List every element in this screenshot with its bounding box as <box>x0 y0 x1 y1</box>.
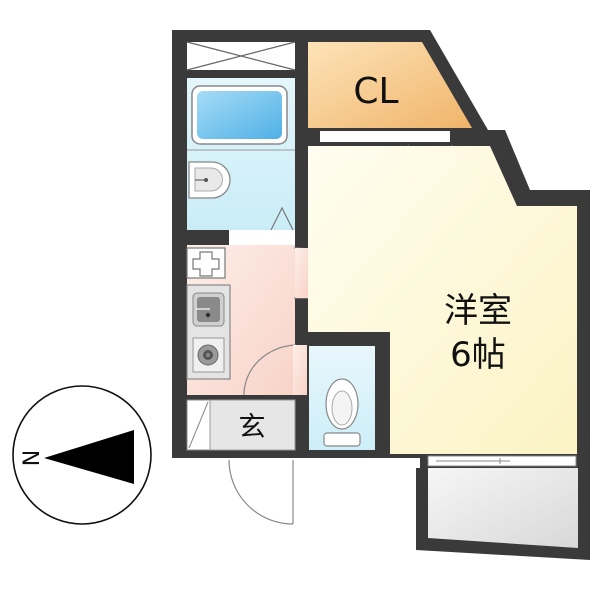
western-room <box>308 146 577 454</box>
wash-basin-icon <box>188 161 231 199</box>
closet <box>308 42 472 128</box>
compass: N <box>12 385 152 525</box>
bath-door-swing <box>269 206 295 233</box>
sink-icon <box>192 292 225 327</box>
compass-north-label: N <box>20 450 45 466</box>
western-room-size: 6帖 <box>450 335 506 375</box>
entrance-label: 玄 <box>239 412 266 443</box>
toilet-icon <box>323 378 361 447</box>
closet-label: CL <box>353 71 398 112</box>
washing-machine-icon <box>186 247 226 279</box>
stove-icon <box>192 337 225 373</box>
western-room-label: 洋室 <box>444 291 512 331</box>
north-arrow-icon <box>44 430 134 484</box>
entrance-door-swing <box>228 459 294 525</box>
